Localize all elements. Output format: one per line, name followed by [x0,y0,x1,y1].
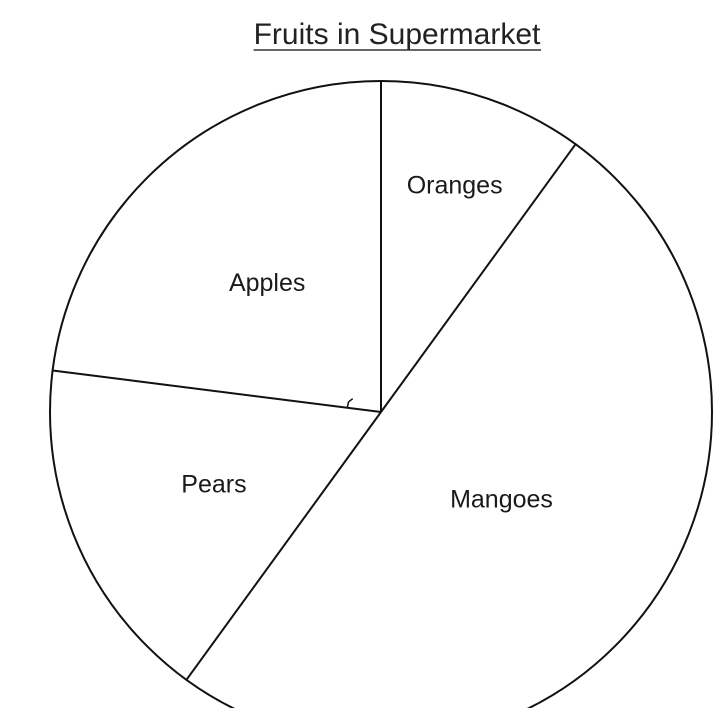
slice-boundaries [52,81,577,681]
slice-boundary-mangoes [380,143,577,413]
slice-boundary-pears [185,411,382,681]
slice-label-apples: Apples [229,269,305,297]
slice-label-pears: Pears [181,470,246,498]
chart-title: Fruits in Supermarket [254,18,541,51]
slice-label-oranges: Oranges [407,171,503,199]
right-angle-marker [346,398,354,408]
slice-label-mangoes: Mangoes [450,486,553,514]
chart-title-group: Fruits in Supermarket [253,18,542,51]
slice-boundary-apples [52,369,382,413]
